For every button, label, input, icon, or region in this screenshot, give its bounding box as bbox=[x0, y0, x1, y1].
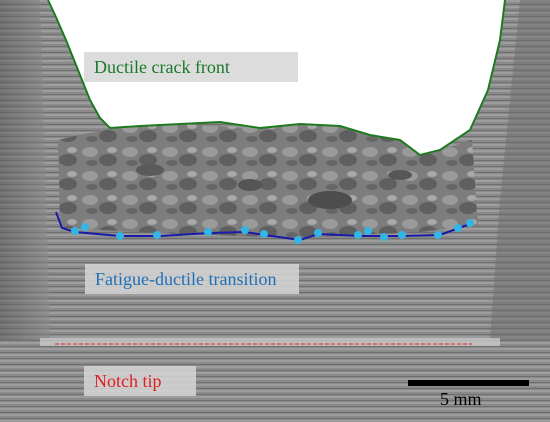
void-2 bbox=[238, 179, 262, 191]
ductile-crack-front-line bbox=[47, 0, 506, 157]
notch-band bbox=[40, 338, 500, 346]
void-4 bbox=[388, 170, 412, 180]
left-wall bbox=[0, 0, 50, 340]
right-wall bbox=[490, 0, 550, 340]
transition-line bbox=[55, 211, 471, 242]
scale-bar-label: 5 mm bbox=[440, 389, 482, 409]
scale-bar bbox=[408, 380, 529, 386]
ductile-rough-region bbox=[58, 122, 478, 238]
ductile-crack-front-label: Ductile crack front bbox=[84, 52, 298, 82]
notch-tip-label: Notch tip bbox=[84, 366, 196, 396]
void-1 bbox=[308, 191, 352, 209]
transition-label: Fatigue-ductile transition bbox=[85, 264, 299, 294]
void-3 bbox=[136, 164, 164, 176]
transition-markers bbox=[71, 219, 474, 244]
